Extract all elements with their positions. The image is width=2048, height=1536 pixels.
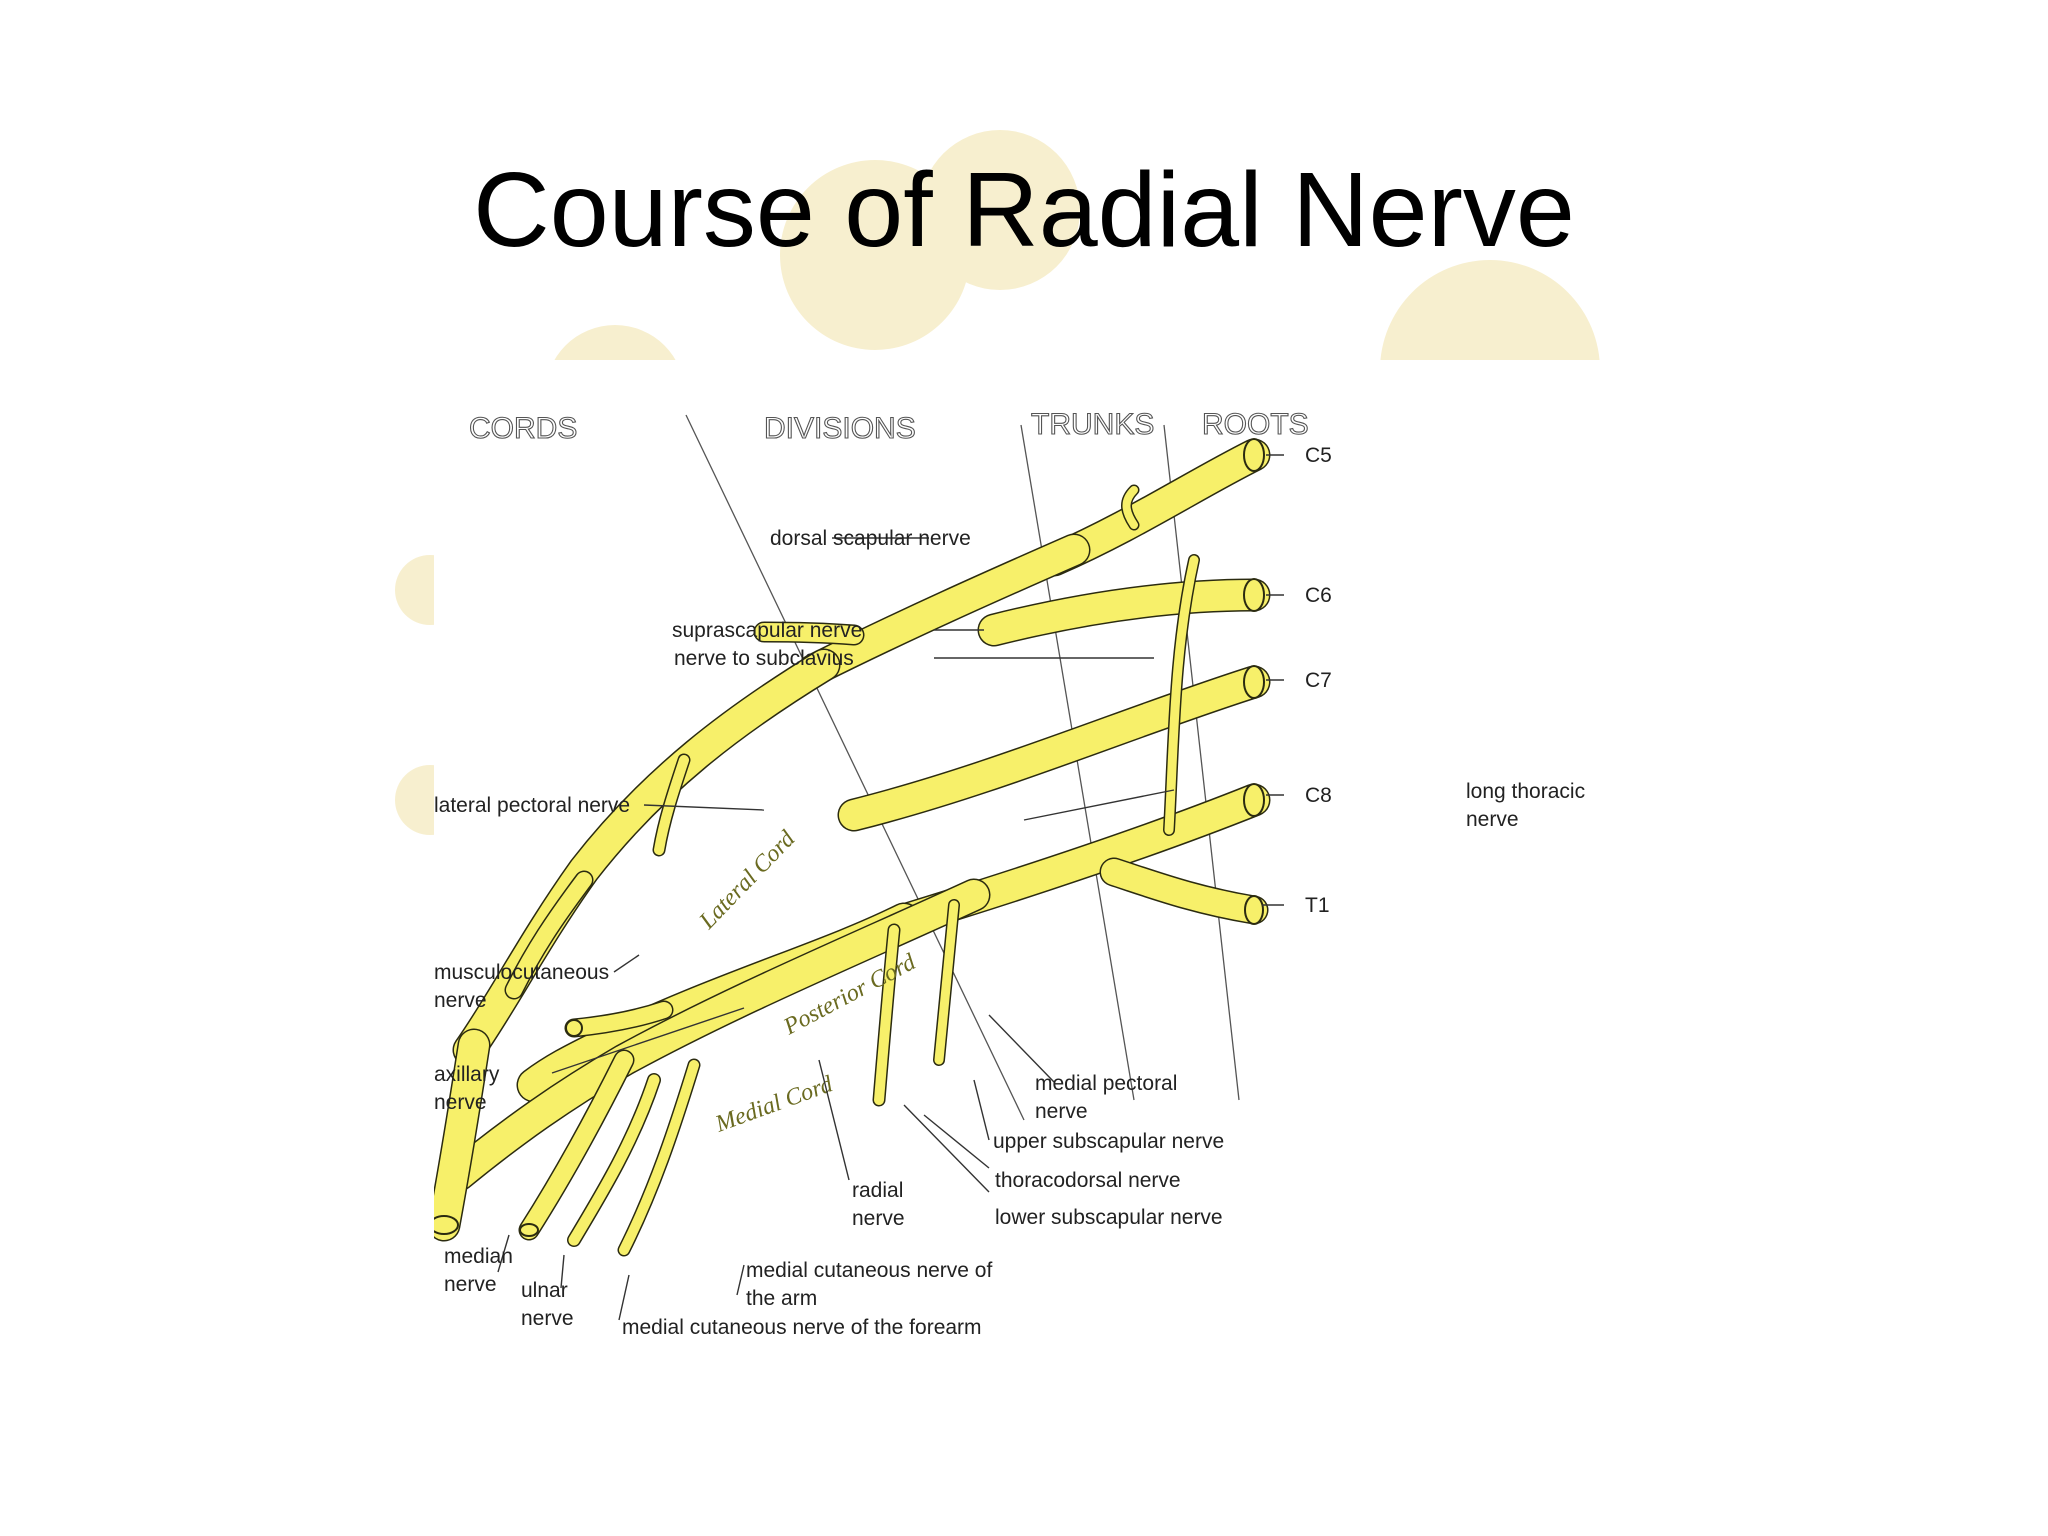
header-cords: CORDS [469, 412, 577, 445]
label-dorsal-scapular: dorsal scapular nerve [770, 527, 971, 550]
root-label-c8: C8 [1305, 784, 1332, 807]
nerve-root-c6 [979, 580, 1269, 645]
nerve-end-c8 [1243, 783, 1265, 817]
nerve-end-c7 [1243, 665, 1265, 699]
nerve-upper-subscap [934, 900, 959, 1065]
medial-cord-label: Medial Cord [711, 1071, 837, 1138]
nerve-med-cut-arm [619, 1060, 699, 1255]
root-label-c5: C5 [1305, 444, 1332, 467]
label-long-thoracic: long thoracic [1466, 780, 1585, 803]
nerve-end-median [434, 1215, 459, 1235]
label-subclavius: nerve to subclavius [674, 647, 854, 670]
header-roots: ROOTS [1202, 408, 1309, 441]
leader-lines [497, 454, 1284, 1321]
nerve-thoracodorsal [874, 925, 899, 1105]
root-label-c6: C6 [1305, 584, 1332, 607]
label-ulnar-2: nerve [521, 1307, 574, 1330]
label-lower-subscapular: lower subscapular nerve [995, 1206, 1223, 1229]
slide-title: Course of Radial Nerve [473, 151, 1575, 269]
label-med-cut-arm: medial cutaneous nerve of [746, 1259, 992, 1282]
label-upper-subscapular: upper subscapular nerve [993, 1130, 1224, 1153]
nerve-long-thoracic [1164, 555, 1199, 835]
nerve-end-axillary [565, 1019, 583, 1037]
nerve-end-t1 [1244, 895, 1264, 925]
header-divisions: DIVISIONS [764, 412, 916, 445]
root-label-c7: C7 [1305, 669, 1332, 692]
label-musculocutaneous-2: nerve [434, 989, 487, 1012]
label-thoracodorsal: thoracodorsal nerve [995, 1169, 1181, 1192]
nerve-med-cut-forearm [568, 1074, 660, 1246]
nerve-root-t1 [1101, 859, 1267, 923]
nerve-dorsal-scapular [1122, 486, 1138, 529]
label-radial: radial [852, 1179, 903, 1202]
label-radial-2: nerve [852, 1207, 905, 1230]
label-medial-pectoral: medial pectoral [1035, 1072, 1177, 1095]
label-med-cut-arm-2: the arm [746, 1287, 817, 1310]
nerve-bundle [434, 438, 1271, 1257]
divider-line [1163, 424, 1240, 1101]
label-median-2: nerve [444, 1273, 497, 1296]
nerve-musculocutaneous [506, 872, 592, 998]
nerve-end-c5 [1243, 438, 1265, 472]
nerve-median-nerve [434, 1030, 489, 1240]
nerve-lateral-cord [454, 650, 839, 1065]
label-medial-pectoral-2: nerve [1035, 1100, 1088, 1123]
decor-circle [780, 160, 970, 350]
label-ulnar: ulnar [521, 1279, 568, 1302]
brachial-plexus-diagram: CORDS DIVISIONS TRUNKS ROOTS Lateral Cor… [434, 360, 1624, 1400]
label-med-cut-forearm: medial cutaneous nerve of the forearm [622, 1316, 982, 1339]
label-median: median [444, 1245, 513, 1268]
header-trunks: TRUNKS [1031, 408, 1154, 441]
label-long-thoracic-2: nerve [1466, 808, 1519, 831]
divider-line [685, 414, 1025, 1121]
nerve-suprascapular [755, 623, 863, 644]
lateral-cord-label: Lateral Cord [694, 825, 801, 935]
nerve-upper-trunk [799, 535, 1089, 685]
nerve-axillary [566, 1002, 672, 1036]
nerve-end-ulnar [519, 1223, 539, 1237]
nerve-root-c7 [839, 667, 1269, 830]
label-suprascapular: suprascapular nerve [672, 619, 862, 642]
label-musculocutaneous: musculocutaneous [434, 961, 609, 984]
label-lateral-pectoral: lateral pectoral nerve [434, 794, 630, 817]
nerve-lateral-pectoral [654, 755, 689, 855]
root-label-t1: T1 [1305, 894, 1330, 917]
label-axillary: axillary [434, 1063, 500, 1086]
divider-line [1020, 424, 1135, 1101]
nerve-ulnar-nerve [520, 1051, 633, 1239]
nerve-end-c6 [1243, 578, 1265, 612]
label-axillary-2: nerve [434, 1091, 487, 1114]
nerve-medial-cord [444, 880, 989, 1190]
